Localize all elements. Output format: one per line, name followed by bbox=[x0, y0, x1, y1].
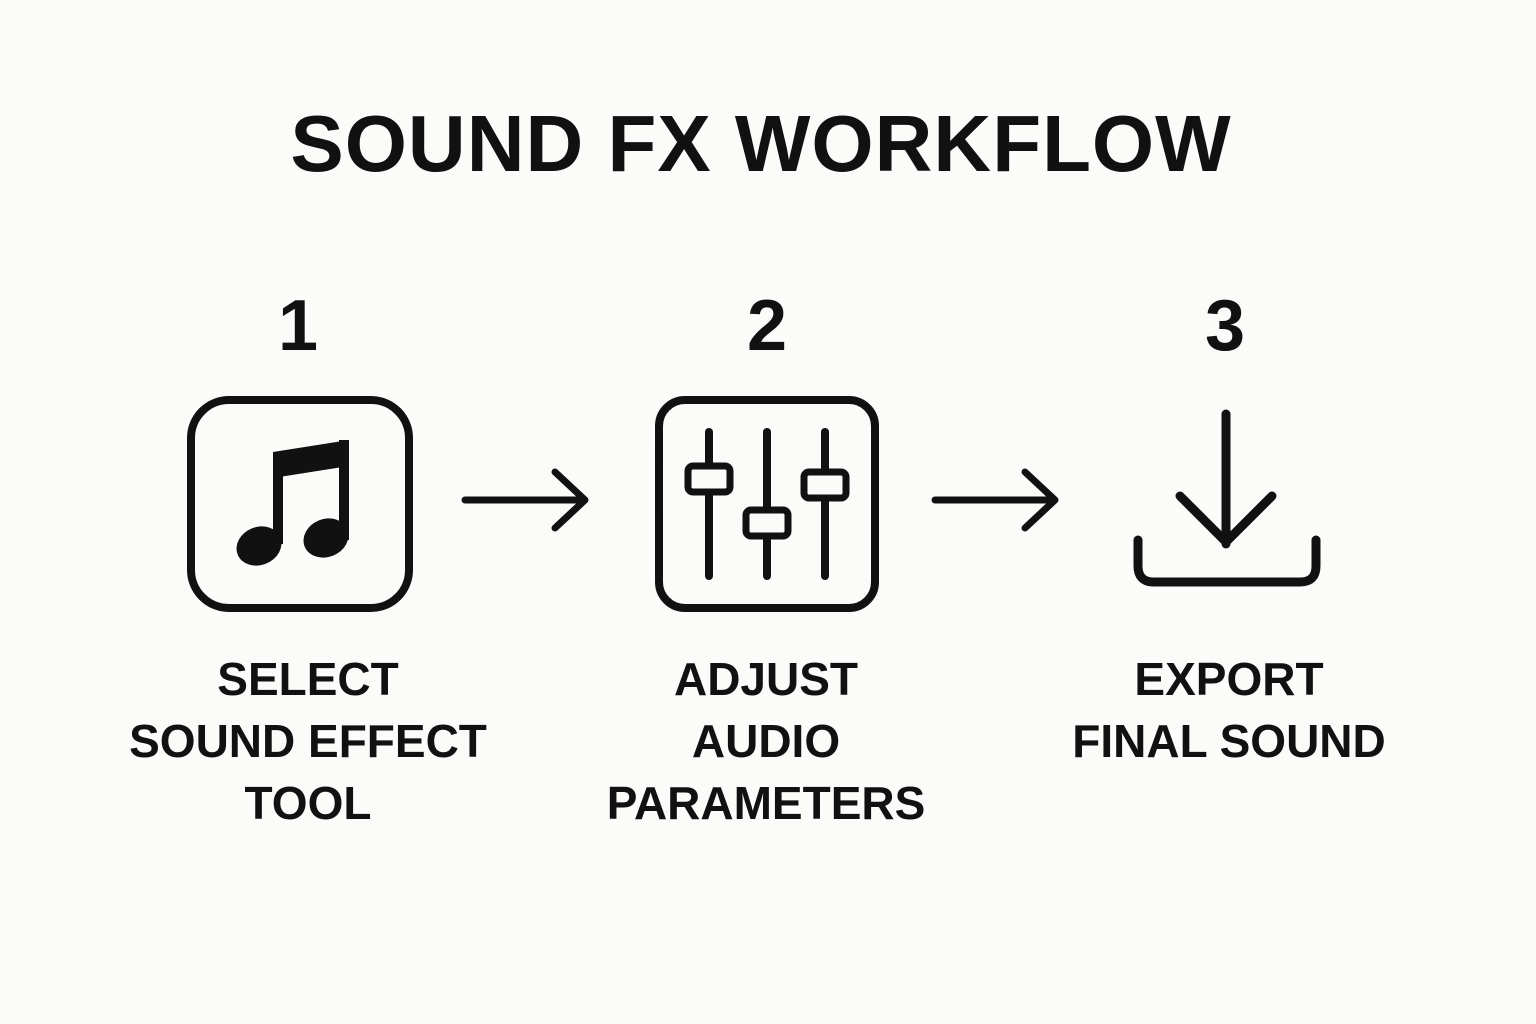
arrow-right-icon bbox=[931, 468, 1059, 532]
music-note-icon bbox=[187, 396, 413, 612]
diagram-title: SOUND FX WORKFLOW bbox=[290, 99, 1232, 188]
step-3-label-line-1: EXPORT bbox=[1134, 653, 1324, 705]
step-1-label-line-3: TOOL bbox=[244, 777, 372, 829]
step-3-label: EXPORT FINAL SOUND bbox=[1019, 648, 1439, 772]
step-1-label-line-2: SOUND EFFECT bbox=[129, 715, 487, 767]
step-2-number: 2 bbox=[746, 286, 788, 366]
sliders-icon bbox=[655, 396, 879, 612]
step-2-label-line-3: PARAMETERS bbox=[606, 777, 926, 829]
download-icon bbox=[1133, 409, 1321, 587]
step-1-label-line-1: SELECT bbox=[217, 653, 399, 705]
arrow-right-icon bbox=[461, 468, 589, 532]
step-1-number: 1 bbox=[277, 286, 319, 366]
step-1-label: SELECT SOUND EFFECT TOOL bbox=[98, 648, 518, 834]
step-2-label: ADJUST AUDIO PARAMETERS bbox=[556, 648, 976, 834]
step-3-number: 3 bbox=[1204, 286, 1246, 366]
step-3-label-line-2: FINAL SOUND bbox=[1072, 715, 1386, 767]
step-2-label-line-1: ADJUST bbox=[673, 653, 859, 705]
step-2-label-line-2: AUDIO bbox=[691, 715, 841, 767]
